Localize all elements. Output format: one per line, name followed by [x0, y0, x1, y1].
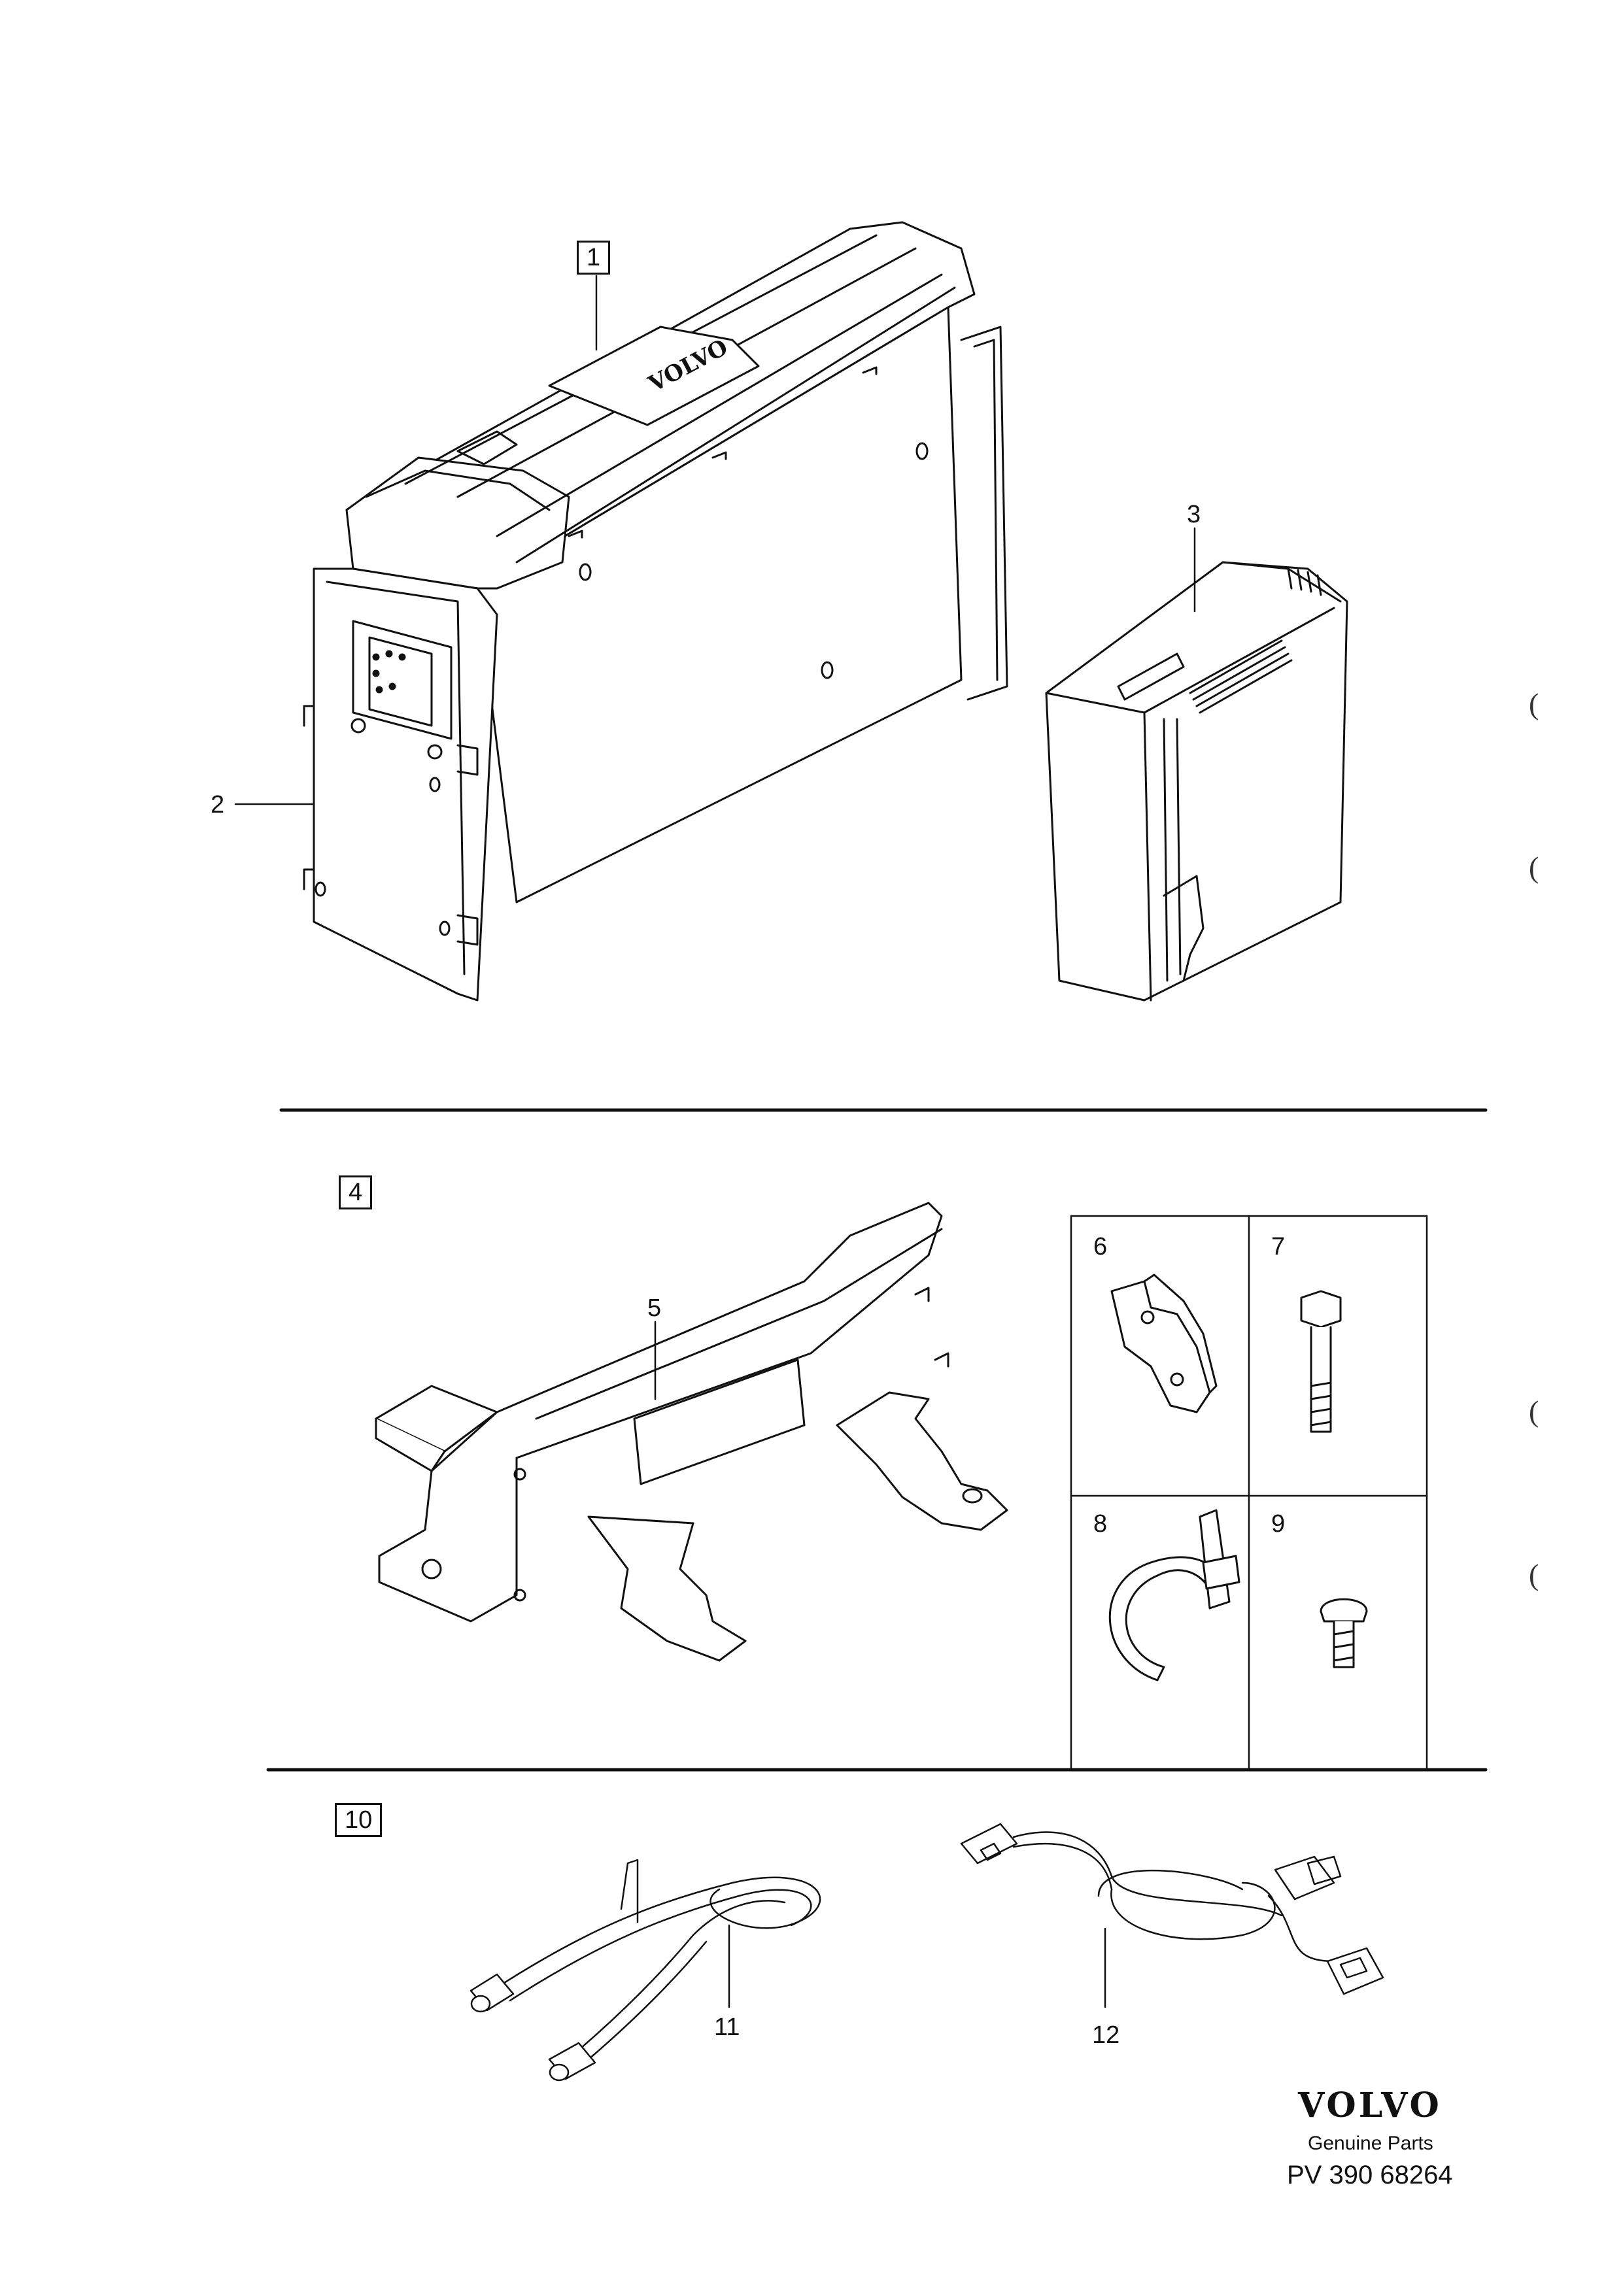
margin-mark: ( — [1529, 687, 1539, 720]
callout-7: 7 — [1271, 1233, 1286, 1260]
antenna-cable — [470, 1859, 821, 2082]
hardware-grid — [1070, 1215, 1428, 1770]
callout-4: 4 — [339, 1175, 373, 1209]
cd-magazine — [1045, 561, 1348, 1002]
mounting-bracket-plate — [303, 567, 498, 1002]
callout-12: 12 — [1092, 2021, 1120, 2049]
callout-6: 6 — [1093, 1233, 1108, 1260]
callout-3: 3 — [1187, 501, 1201, 528]
callout-11: 11 — [714, 2014, 740, 2041]
callout-5: 5 — [647, 1294, 662, 1322]
mounting-clip — [1110, 1274, 1218, 1413]
brand-tagline: Genuine Parts — [1308, 2133, 1433, 2154]
leader-lines-top — [234, 275, 1196, 805]
wiring-harness — [960, 1823, 1384, 2008]
brand-logo: VOLVO — [1298, 2085, 1442, 2125]
bolt — [1300, 1290, 1342, 1433]
margin-mark: ( — [1529, 851, 1539, 884]
support-bracket — [375, 1202, 1008, 1662]
callout-2: 2 — [211, 791, 225, 819]
screw — [1320, 1598, 1368, 1668]
callout-9: 9 — [1271, 1510, 1286, 1538]
margin-mark: ( — [1529, 1394, 1539, 1428]
callout-1: 1 — [577, 241, 611, 275]
margin-mark: ( — [1529, 1558, 1539, 1591]
callout-8: 8 — [1093, 1510, 1108, 1538]
cd-changer-unit: VOLVO — [345, 221, 1008, 903]
callout-10: 10 — [335, 1803, 383, 1837]
cable-tie — [1109, 1509, 1240, 1681]
part-number: PV 390 68264 — [1287, 2161, 1453, 2189]
